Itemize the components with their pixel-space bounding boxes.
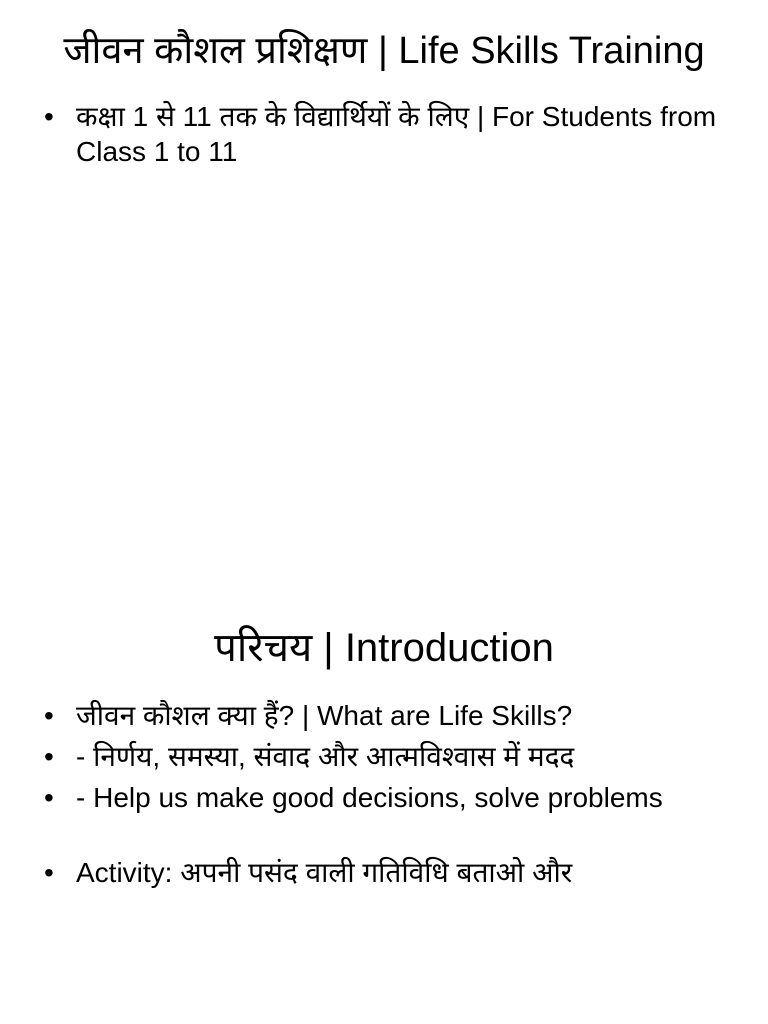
- slide-title-heading: जीवन कौशल प्रशिक्षण | Life Skills Traini…: [63, 30, 705, 72]
- bullet-item: Activity: अपनी पसंद वाली गतिविधि बताओ और: [44, 855, 728, 890]
- bullet-item: - निर्णय, समस्या, संवाद और आत्मविश्वास म…: [44, 739, 728, 774]
- bullet-item: - Help us make good decisions, solve pro…: [44, 780, 728, 815]
- slide-introduction-bullet-list: जीवन कौशल क्या हैं? | What are Life Skil…: [0, 698, 768, 890]
- slide-title: जीवन कौशल प्रशिक्षण | Life Skills Traini…: [0, 0, 768, 560]
- slide-title-bullet-list: कक्षा 1 से 11 तक के विद्यार्थियों के लिए…: [0, 99, 768, 169]
- bullet-item: जीवन कौशल क्या हैं? | What are Life Skil…: [44, 698, 728, 733]
- slide-introduction-heading: परिचय | Introduction: [214, 626, 554, 670]
- slide-introduction: परिचय | Introduction जीवन कौशल क्या हैं?…: [0, 600, 768, 1024]
- bullet-item: कक्षा 1 से 11 तक के विद्यार्थियों के लिए…: [44, 99, 728, 169]
